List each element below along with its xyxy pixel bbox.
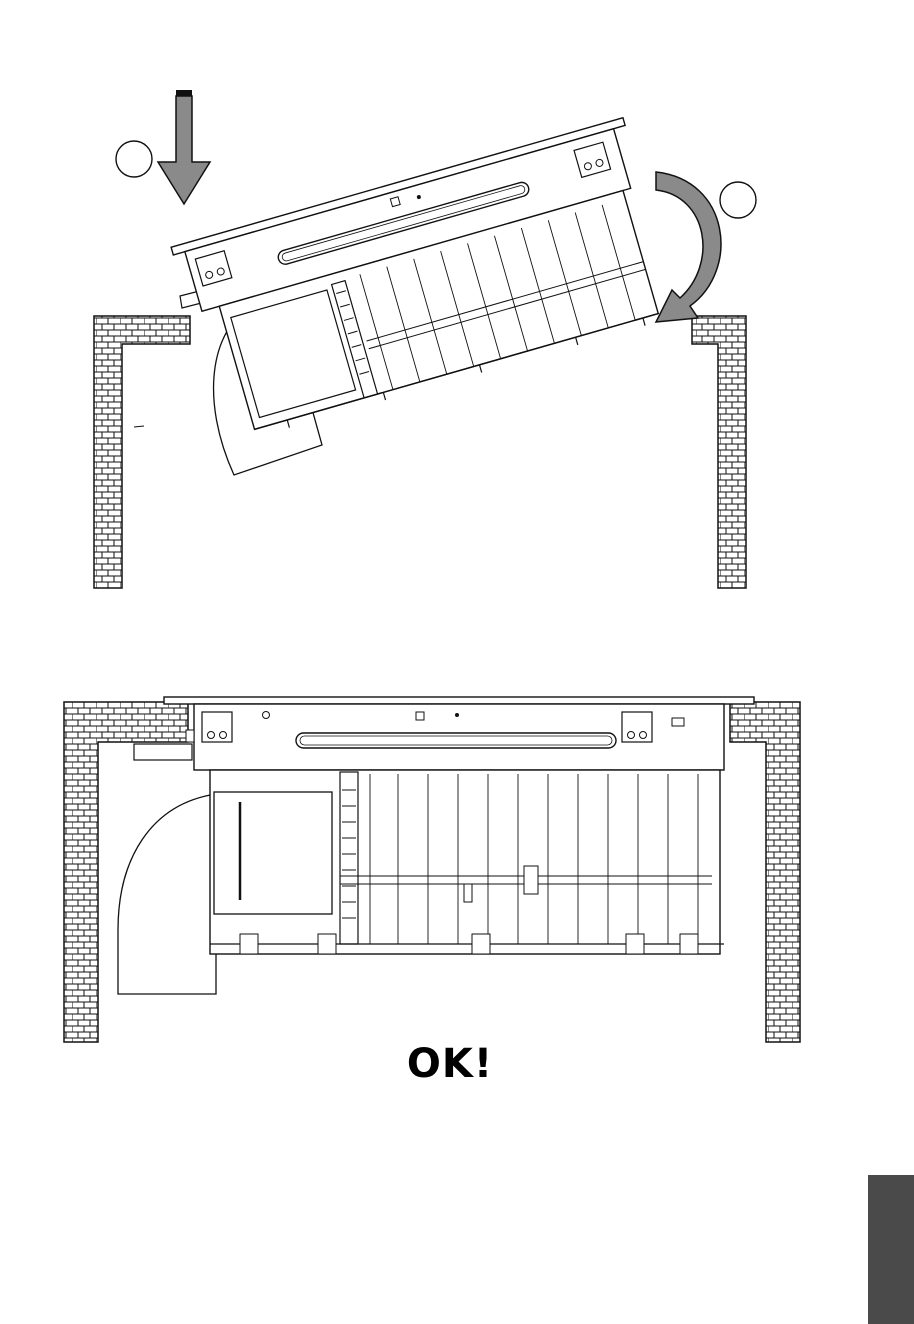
step2-figure bbox=[64, 697, 800, 1042]
right-worktop-wall-bottom bbox=[730, 702, 800, 1042]
right-worktop-wall-top bbox=[692, 316, 746, 588]
side-tab bbox=[868, 1175, 914, 1324]
appliance-tilted bbox=[171, 118, 680, 446]
push-down-arrow bbox=[158, 90, 210, 204]
ok-result-label: OK! bbox=[380, 1040, 520, 1088]
left-worktop-wall-top bbox=[94, 316, 190, 588]
step1-figure bbox=[94, 90, 756, 588]
duct-outline-bottom bbox=[118, 794, 216, 994]
appliance-installed bbox=[164, 697, 754, 954]
circle-marker-2 bbox=[720, 182, 756, 218]
circle-marker-1 bbox=[116, 141, 152, 177]
rotate-arrow bbox=[656, 172, 721, 322]
